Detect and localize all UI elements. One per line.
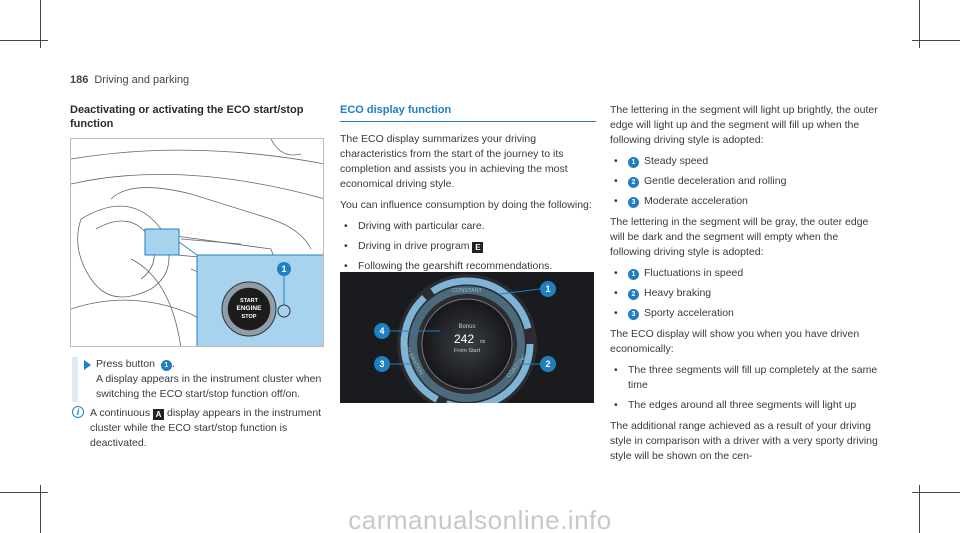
bonus-value: 242 bbox=[454, 332, 474, 346]
instruction-step: Press button 1. A display appears in the… bbox=[72, 357, 325, 402]
info-icon: i bbox=[72, 406, 84, 418]
start-label: START bbox=[240, 298, 259, 304]
page-number: 186 bbox=[70, 74, 89, 86]
list-item: •The three segments will fill up complet… bbox=[614, 364, 878, 391]
section-heading: Deactivating or activating the ECO start… bbox=[70, 104, 304, 130]
step-text: A display appears in the instrument clus… bbox=[96, 373, 322, 400]
car-interior-figure: 1 START ENGINE STOP bbox=[70, 138, 324, 347]
bullet-list: •The three segments will fill up complet… bbox=[610, 363, 880, 413]
callout-badge: 2 bbox=[628, 177, 639, 188]
callout-badge: 3 bbox=[628, 309, 639, 320]
segment-label-constant: CONSTANT bbox=[452, 288, 482, 294]
car-interior-illustration: 1 START ENGINE STOP bbox=[71, 139, 323, 346]
crop-mark bbox=[40, 485, 41, 533]
column-3: The lettering in the segment will light … bbox=[610, 103, 880, 470]
crop-mark bbox=[912, 492, 960, 493]
callout-4: 4 bbox=[379, 326, 384, 336]
crop-mark bbox=[912, 40, 960, 41]
step-arrow-icon bbox=[84, 360, 91, 370]
paragraph: The additional range achieved as a resul… bbox=[610, 420, 878, 462]
stop-label: STOP bbox=[242, 314, 257, 320]
paragraph: You can influence consumption by doing t… bbox=[340, 199, 592, 211]
step-prefix: Press button bbox=[96, 358, 155, 370]
callout-badge: 1 bbox=[160, 360, 172, 371]
column-1: Deactivating or activating the ECO start… bbox=[70, 103, 325, 131]
crop-mark bbox=[919, 485, 920, 533]
callout-1: 1 bbox=[281, 264, 286, 274]
bullet-list: •Driving with particular care. •Driving … bbox=[340, 219, 596, 274]
note-prefix: A continuous bbox=[90, 407, 151, 419]
info-note: i A continuous A display appears in the … bbox=[70, 406, 325, 451]
section-heading-eco: ECO display function bbox=[340, 103, 596, 122]
eco-off-icon: A bbox=[153, 409, 165, 420]
callout-badge: 3 bbox=[628, 197, 639, 208]
list-item: •Driving in drive program E bbox=[340, 239, 596, 254]
crop-mark bbox=[919, 0, 920, 48]
section-title: Driving and parking bbox=[94, 74, 190, 86]
callout-2: 2 bbox=[545, 359, 550, 369]
list-item: •Driving with particular care. bbox=[344, 220, 485, 232]
callout-3: 3 bbox=[379, 359, 384, 369]
crop-mark bbox=[40, 0, 41, 48]
crop-mark bbox=[0, 492, 48, 493]
step-suffix: . bbox=[171, 358, 175, 370]
bonus-label: Bonus bbox=[458, 324, 475, 330]
drive-program-icon: E bbox=[472, 242, 484, 253]
watermark: carmanualsonline.info bbox=[348, 505, 612, 533]
engine-label: ENGINE bbox=[237, 305, 263, 312]
page-header: 186 Driving and parking bbox=[70, 74, 189, 86]
callout-1: 1 bbox=[545, 284, 550, 294]
callout-badge: 1 bbox=[628, 269, 639, 280]
paragraph: The ECO display summarizes your driving … bbox=[340, 133, 568, 190]
callout-badge: 1 bbox=[628, 157, 639, 168]
callout-badge: 2 bbox=[628, 289, 639, 300]
note-text: display appears in the instrument cluste… bbox=[90, 407, 322, 449]
eco-display-illustration: CONSTANT ACCELERATION COASTING Bonus 242… bbox=[374, 274, 556, 403]
column-2: ECO display function The ECO display sum… bbox=[340, 103, 596, 280]
paragraph: The lettering in the segment will be gra… bbox=[610, 216, 869, 258]
crop-mark bbox=[0, 40, 48, 41]
list-item: •The edges around all three segments wil… bbox=[614, 399, 857, 411]
eco-display-figure: CONSTANT ACCELERATION COASTING Bonus 242… bbox=[340, 272, 594, 403]
paragraph: The ECO display will show you when you h… bbox=[610, 328, 860, 355]
from-start-label: From Start bbox=[454, 348, 480, 354]
bonus-unit: mi bbox=[480, 339, 485, 345]
paragraph: The lettering in the segment will light … bbox=[610, 104, 878, 146]
column-1-steps: Press button 1. A display appears in the… bbox=[70, 357, 325, 451]
list-item: •Following the gearshift recommendations… bbox=[344, 260, 553, 272]
